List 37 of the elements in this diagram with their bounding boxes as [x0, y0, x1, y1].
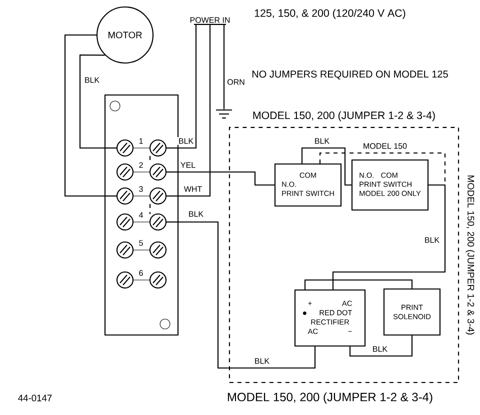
terminal-block: [104, 94, 179, 336]
wire-label: BLK: [177, 137, 195, 145]
wire-label: BLK: [187, 210, 205, 218]
wire-label: WHT: [182, 185, 204, 193]
wire: [223, 24, 225, 110]
terminal-number: 1: [139, 138, 143, 144]
wire-label: BLK: [313, 137, 331, 145]
wire: [64, 34, 104, 197]
wire-label: BLK: [255, 358, 270, 364]
wire: [304, 279, 413, 290]
wire-label: BLK: [83, 76, 101, 84]
wire-label: YEL: [179, 161, 197, 169]
wire: [178, 221, 316, 369]
terminal-number: 4: [138, 212, 143, 218]
power-in-label: POWER IN: [190, 17, 230, 23]
terminal-number: 5: [139, 240, 143, 246]
wire-label: BLK: [423, 236, 441, 244]
wire: [301, 147, 352, 186]
node-label: MODEL 150, 200 (JUMPER 1-2 & 3-4): [466, 176, 474, 335]
wire: [332, 184, 446, 290]
ground-symbol: [215, 109, 233, 119]
wire: [178, 24, 197, 149]
node-label: MODEL 150, 200 (JUMPER 1-2 & 3-4): [253, 111, 435, 122]
note-text: NO JUMPERS REQUIRED ON MODEL 125: [252, 70, 448, 80]
terminal-number: 3: [139, 186, 143, 192]
part-number: 44-0147: [18, 394, 52, 402]
terminal-number: 2: [139, 162, 143, 168]
wire-label: ORN: [226, 78, 246, 86]
wire-label: BLK: [371, 345, 389, 353]
terminal-number: 6: [139, 270, 143, 276]
wire: [178, 24, 211, 197]
wire: [79, 54, 105, 149]
wire: [349, 336, 413, 357]
wire: [178, 171, 274, 186]
node-label: MODEL 150, 200 (JUMPER 1-2 & 3-4): [228, 392, 432, 404]
title: 125, 150, & 200 (120/240 V AC): [254, 9, 406, 19]
wire-label: MODEL 150: [362, 142, 408, 150]
